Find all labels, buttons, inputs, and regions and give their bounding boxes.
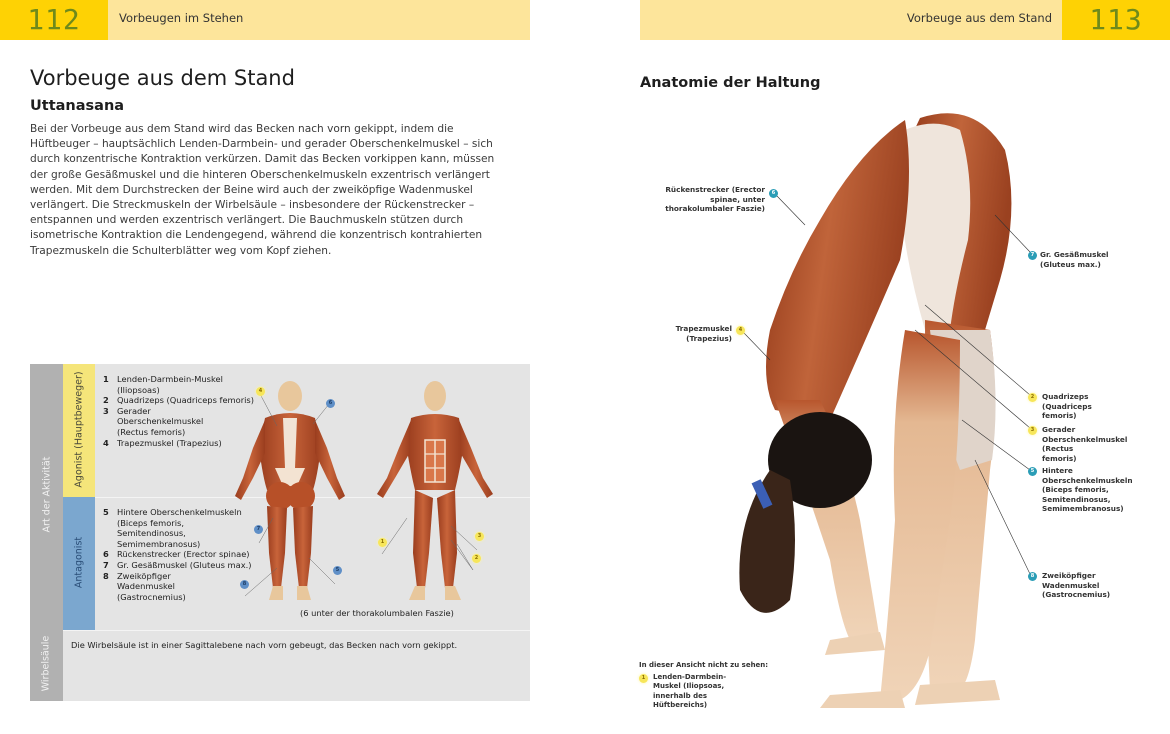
not-visible-heading: In dieser Ansicht nicht zu sehen: (639, 661, 769, 669)
figure-note: (6 unter der thorakolumbalen Faszie) (300, 608, 454, 618)
section-title: Vorbeugen im Stehen (119, 11, 244, 25)
badge-4: 4 (736, 326, 745, 335)
left-page-header: 112 Vorbeugen im Stehen (0, 0, 530, 40)
anatomy-title: Anatomie der Haltung (640, 75, 821, 91)
callout-hamstrings: Hintere Oberschenkelmuskeln (Biceps femo… (1042, 466, 1133, 514)
badge-5: 5 (1028, 467, 1037, 476)
badge-2: 2 (1028, 393, 1037, 402)
back-view-muscle-figure (235, 381, 345, 600)
body-paragraph: Bei der Vorbeuge aus dem Stand wird das … (30, 123, 495, 257)
badge-6: 6 (326, 399, 335, 408)
front-view-muscle-figure (377, 381, 493, 600)
callout-gluteus-max: Gr. Gesäßmuskel (Gluteus max.) (1040, 250, 1109, 269)
badge-7: 7 (1028, 251, 1037, 260)
spine-column: Wirbelsäule (30, 630, 63, 701)
row-divider (63, 630, 530, 631)
section-title: Vorbeuge aus dem Stand (906, 11, 1052, 25)
antagonist-column: Antagonist (63, 497, 95, 630)
muscle-activity-table: Art der Aktivität Wirbelsäule Agonist (H… (30, 364, 530, 701)
badge-3: 3 (1028, 426, 1037, 435)
right-page-header: Vorbeuge aus dem Stand 113 (640, 0, 1170, 40)
badge-4: 4 (256, 387, 265, 396)
callout-erector-spinae: Rückenstrecker (Erector spinae, unter th… (665, 185, 765, 214)
spine-note: Die Wirbelsäule ist in einer Sagittalebe… (71, 640, 458, 650)
badge-1: 1 (639, 673, 648, 683)
callout-gastrocnemius: Zweiköpfiger Wadenmuskel (Gastrocnemius) (1042, 571, 1111, 600)
badge-2: 2 (472, 554, 481, 563)
pose-subtitle: Uttanasana (30, 98, 125, 114)
agonist-column: Agonist (Hauptbeweger) (63, 364, 95, 497)
badge-3: 3 (475, 532, 484, 541)
badge-1: 1 (378, 538, 387, 547)
badge-7: 7 (254, 525, 263, 534)
page-number: 113 (1062, 0, 1170, 40)
badge-8: 8 (240, 580, 249, 589)
callout-rectus-femoris: Gerader Oberschenkelmuskel (Rectus femor… (1042, 425, 1128, 463)
callout-quadriceps: Quadrizeps (Quadriceps femoris) (1042, 392, 1092, 421)
page-number: 112 (0, 0, 108, 40)
page-title: Vorbeuge aus dem Stand (30, 66, 295, 90)
not-visible-item: 1 Lenden-Darmbein-Muskel (Iliopsoas, inn… (639, 673, 749, 711)
callout-trapezius: Trapezmuskel (Trapezius) (675, 324, 732, 343)
activity-type-column: Art der Aktivität (30, 364, 63, 630)
badge-6: 6 (769, 189, 778, 198)
not-visible-note: In dieser Ansicht nicht zu sehen: 1 Lend… (639, 661, 768, 711)
badge-5: 5 (333, 566, 342, 575)
badge-8: 8 (1028, 572, 1037, 581)
